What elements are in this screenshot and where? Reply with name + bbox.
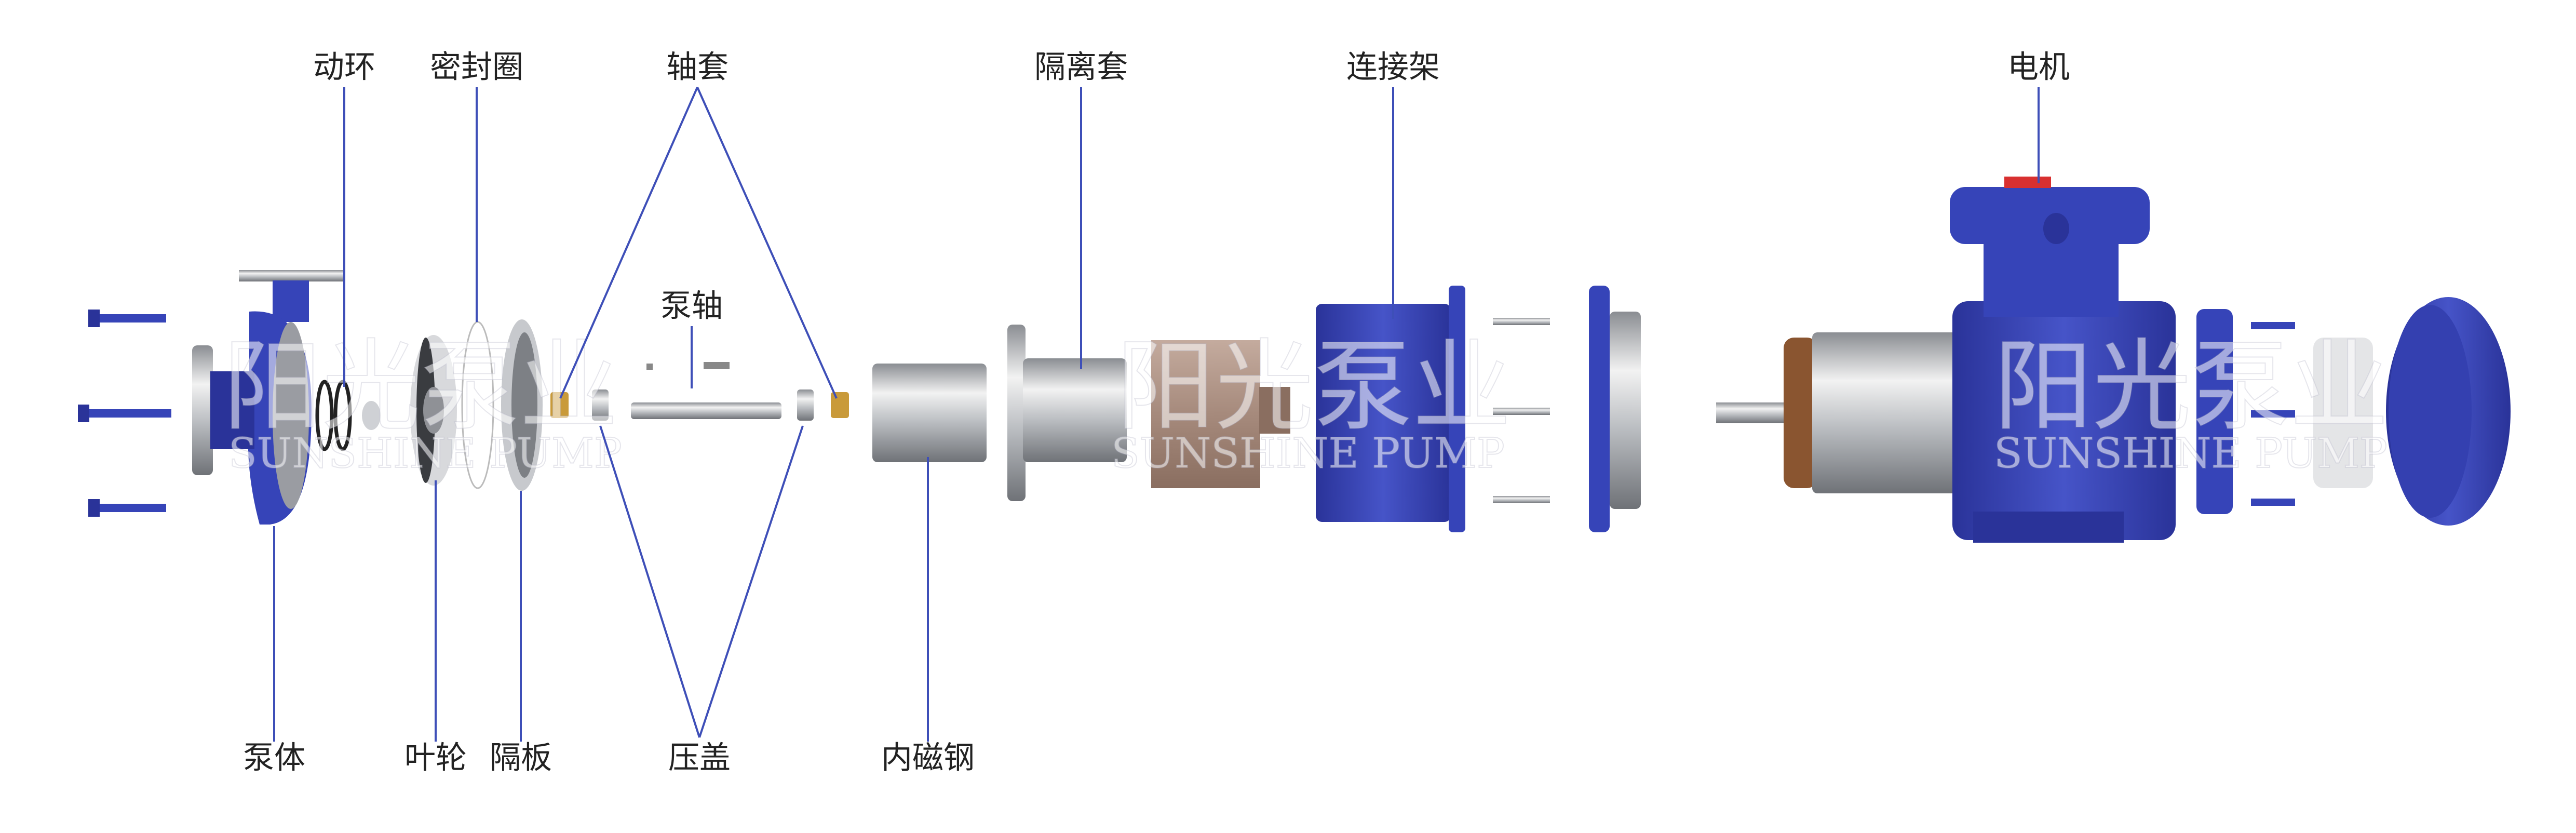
impeller <box>410 335 457 486</box>
motor <box>1716 177 2176 543</box>
inner-magnet <box>872 364 987 462</box>
label-moving-ring: 动环 <box>313 49 375 86</box>
label-pump-body: 泵体 <box>243 740 305 776</box>
motor-end-plate <box>2196 309 2295 514</box>
label-pump-shaft: 泵轴 <box>660 288 723 325</box>
isolation-sleeve <box>1007 325 1127 501</box>
outer-magnet-rotor <box>1151 340 1290 488</box>
cooling-fan <box>2313 338 2373 488</box>
connecting-frame <box>1316 286 1465 532</box>
svg-text:阳光泵业: 阳光泵业 <box>1116 329 1511 444</box>
watermark: 阳光泵业 SUNSHINE PUMP 阳光泵业 SUNSHINE PUMP 阳光… <box>223 329 2389 478</box>
label-impeller: 叶轮 <box>404 740 467 776</box>
frame-bolts <box>1493 318 1550 503</box>
svg-text:SUNSHINE PUMP: SUNSHINE PUMP <box>1994 429 2388 477</box>
partition-plate <box>501 319 543 491</box>
pump-shaft <box>631 362 781 419</box>
svg-text:阳光泵业: 阳光泵业 <box>1994 329 2389 444</box>
label-partition: 隔板 <box>490 740 552 776</box>
svg-text:阳光泵业: 阳光泵业 <box>223 329 618 444</box>
svg-text:SUNSHINE PUMP: SUNSHINE PUMP <box>1111 429 1505 477</box>
label-seal-ring: 密封圈 <box>430 49 523 86</box>
label-gland: 压盖 <box>668 740 731 776</box>
fan-cover <box>2386 297 2511 526</box>
shaft-sleeves <box>550 392 849 418</box>
pump-body-bolts <box>78 310 171 517</box>
moving-ring <box>315 380 381 451</box>
label-inner-magnet: 内磁钢 <box>881 740 975 776</box>
label-connecting-frame: 连接架 <box>1346 49 1440 86</box>
pump-body <box>192 270 345 525</box>
glands <box>592 389 814 421</box>
label-shaft-sleeve: 轴套 <box>666 49 729 86</box>
leader-lines <box>273 87 2040 742</box>
motor-flange <box>1589 286 1641 532</box>
label-motor: 电机 <box>2007 49 2070 86</box>
label-isolation-sleeve: 隔离套 <box>1034 49 1128 86</box>
svg-text:SUNSHINE PUMP: SUNSHINE PUMP <box>228 429 622 477</box>
